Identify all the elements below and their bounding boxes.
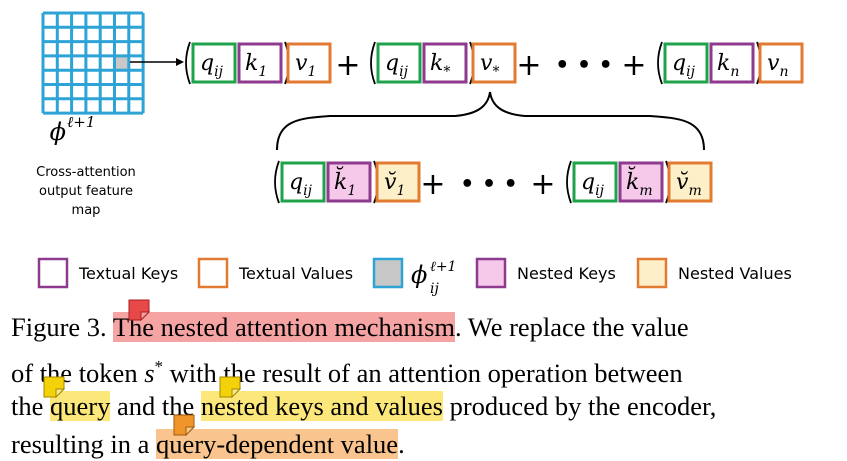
query-symbol: qij (289, 170, 313, 199)
legend-swatch-nested-keys (475, 257, 507, 289)
legend-label-phi-sub: ij (430, 281, 439, 297)
caption-text: . (398, 429, 405, 459)
highlight-query: query (50, 391, 111, 421)
legend-swatch-textual-keys (37, 257, 69, 289)
caption-line-1: Figure 3. The nested attention mechanism… (11, 310, 837, 344)
paren-left (185, 41, 191, 85)
legend-label-phi: ϕ (411, 261, 427, 289)
note-marker-yellow-icon[interactable] (42, 375, 68, 401)
value-symbol: vn (767, 51, 788, 80)
key-symbol: k̆1 (334, 166, 356, 199)
value-symbol: v* (480, 51, 499, 80)
feature-map-label: ϕ (50, 118, 66, 146)
paren-left (657, 41, 663, 85)
paren-left (274, 160, 280, 204)
nested-kv-group-1: qij k̆m v̆m (566, 160, 713, 204)
caption-line-4: resulting in a query-dependent value. (11, 427, 837, 461)
ellipsis: • • • (555, 53, 613, 78)
query-box (572, 161, 618, 203)
key-symbol: kn (717, 51, 739, 80)
key-box (709, 42, 755, 84)
nested-value-box (375, 161, 421, 203)
curly-brace (276, 91, 705, 151)
caption-text: of the token (11, 357, 145, 388)
caption-text: resulting in a (11, 429, 156, 459)
value-box (286, 42, 332, 84)
feature-map-caption-2: output feature (39, 184, 133, 199)
caption-text: . We replace the value (455, 312, 689, 342)
value-symbol: v1 (295, 51, 316, 80)
kv-group-1: qij k* v* (370, 41, 517, 85)
token-symbol: s (144, 357, 155, 388)
nested-value-box (667, 161, 713, 203)
nested-kv-group-0: qij k̆1 v̆1 (274, 160, 421, 204)
legend-swatch-query-pixel (372, 257, 404, 289)
legend-swatch-nested-values (636, 257, 668, 289)
value-box (758, 42, 804, 84)
nested-row: qij k̆1 v̆1 qij k̆m v̆m (274, 160, 713, 204)
query-symbol: qij (385, 51, 409, 80)
legend-label-phi-sup: ℓ+1 (430, 259, 456, 275)
note-marker-orange-icon[interactable] (172, 413, 198, 439)
caption-text: produced by the encoder, (442, 391, 717, 421)
nested-key-box (618, 161, 664, 203)
feature-map-caption-3: map (72, 203, 101, 218)
highlight-query-dependent-value: query-dependent value (156, 429, 399, 459)
caption-text: the (11, 391, 50, 421)
arrow (130, 58, 184, 66)
query-box (280, 161, 326, 203)
caption-text: with the result of an attention operatio… (163, 357, 683, 388)
ellipsis: • • • (460, 172, 518, 197)
value-box (471, 42, 517, 84)
query-box (191, 42, 237, 84)
query-symbol: qij (581, 170, 605, 199)
plus-sign: + (530, 167, 555, 202)
plus-sign: + (335, 48, 360, 83)
legend-label-textual-values: Textual Values (238, 264, 353, 283)
feature-map-superscript: ℓ+1 (67, 113, 95, 131)
key-box (237, 42, 283, 84)
legend-label-nested-keys: Nested Keys (517, 264, 616, 283)
caption-line-2: of the token s* with the result of an at… (11, 350, 837, 390)
plus-sign: + (516, 48, 541, 83)
feature-map-grid (41, 11, 145, 115)
figure-label: Figure 3. (11, 312, 107, 342)
legend-label-nested-values: Nested Values (678, 264, 792, 283)
feature-map-caption-1: Cross-attention (36, 165, 136, 180)
note-marker-yellow-icon[interactable] (218, 375, 244, 401)
note-marker-red-icon[interactable] (127, 298, 153, 324)
query-pixel-cell (113, 55, 128, 70)
nested-attention-diagram: ϕ ℓ+1 Cross-attention output feature map… (36, 11, 804, 297)
kv-group-0: qij k1 v1 (185, 41, 332, 85)
legend-swatch-textual-values (197, 257, 229, 289)
token-superscript: * (154, 357, 164, 376)
legend: Textual Keys Textual Values ϕ ℓ+1 ij Nes… (37, 257, 792, 297)
key-symbol: k1 (245, 51, 267, 80)
legend-label-textual-keys: Textual Keys (78, 264, 178, 283)
value-symbol: v̆1 (384, 170, 405, 199)
query-symbol: qij (200, 51, 224, 80)
value-symbol: v̆m (676, 170, 702, 199)
key-symbol: k̆m (626, 166, 653, 199)
paren-left (566, 160, 572, 204)
paren-left (370, 41, 376, 85)
highlight-title: The nested attention mechanism (112, 312, 456, 342)
key-box (422, 42, 468, 84)
nested-key-box (326, 161, 372, 203)
query-box (376, 42, 422, 84)
query-symbol: qij (672, 51, 696, 80)
key-symbol: k* (430, 51, 450, 80)
caption-line-3: the query and the nested keys and values… (11, 389, 837, 423)
query-box (663, 42, 709, 84)
highlight-nested-keys-values: nested keys and values (200, 391, 443, 421)
plus-sign: + (621, 48, 646, 83)
plus-sign: + (420, 167, 445, 202)
